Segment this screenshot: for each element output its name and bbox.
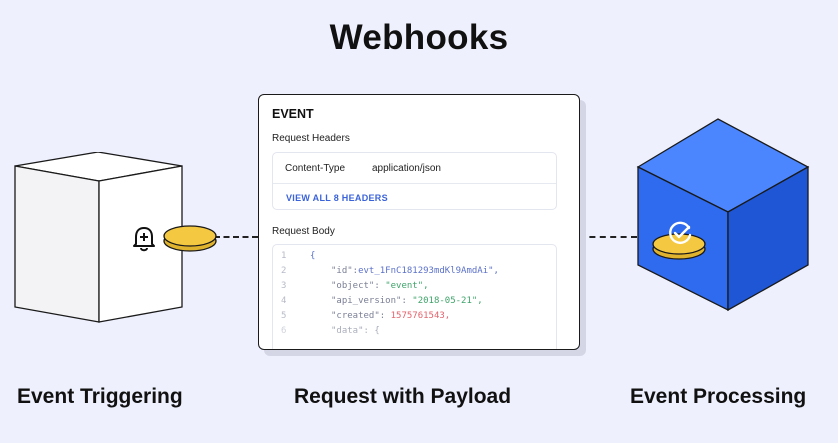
code-value: "event", bbox=[385, 281, 429, 291]
line-number: 2 bbox=[281, 266, 287, 276]
request-body-panel: 1 { 2 "id":evt_1FnC181293mdKl9AmdAi", 3 … bbox=[272, 244, 557, 349]
bell-plus-icon bbox=[133, 227, 155, 252]
header-row: Content-Type application/json bbox=[273, 153, 556, 184]
code-fade bbox=[273, 315, 556, 349]
header-key: Content-Type bbox=[285, 163, 346, 174]
check-circle-icon bbox=[669, 221, 692, 244]
caption-event-processing: Event Processing bbox=[630, 385, 807, 408]
connector-right bbox=[579, 236, 637, 238]
diagram-title: Webhooks bbox=[329, 18, 509, 57]
event-heading: EVENT bbox=[272, 107, 314, 121]
event-source-cube bbox=[14, 152, 183, 323]
event-processor-cube bbox=[636, 118, 810, 312]
payload-coin-left bbox=[163, 225, 217, 252]
view-all-headers-link[interactable]: VIEW ALL 8 HEADERS bbox=[286, 193, 388, 203]
code-key: "id": bbox=[331, 266, 359, 276]
caption-request-with-payload: Request with Payload bbox=[294, 385, 512, 408]
header-value: application/json bbox=[372, 163, 441, 174]
connector-left bbox=[214, 236, 258, 238]
request-body-label: Request Body bbox=[272, 226, 335, 237]
line-number: 3 bbox=[281, 281, 287, 291]
headers-panel: Content-Type application/json VIEW ALL 8… bbox=[272, 152, 557, 210]
code-value: evt_1FnC181293mdKl9AmdAi", bbox=[358, 266, 499, 276]
request-card: EVENT Request Headers Content-Type appli… bbox=[258, 94, 580, 350]
code-key: "object": bbox=[331, 281, 386, 291]
line-number: 4 bbox=[281, 296, 287, 306]
request-headers-label: Request Headers bbox=[272, 133, 350, 144]
caption-event-triggering: Event Triggering bbox=[17, 385, 183, 408]
line-number: 1 bbox=[281, 251, 287, 261]
code-text: { bbox=[310, 251, 316, 261]
code-value: "2018-05-21", bbox=[412, 296, 483, 306]
code-key: "api_version": bbox=[331, 296, 413, 306]
